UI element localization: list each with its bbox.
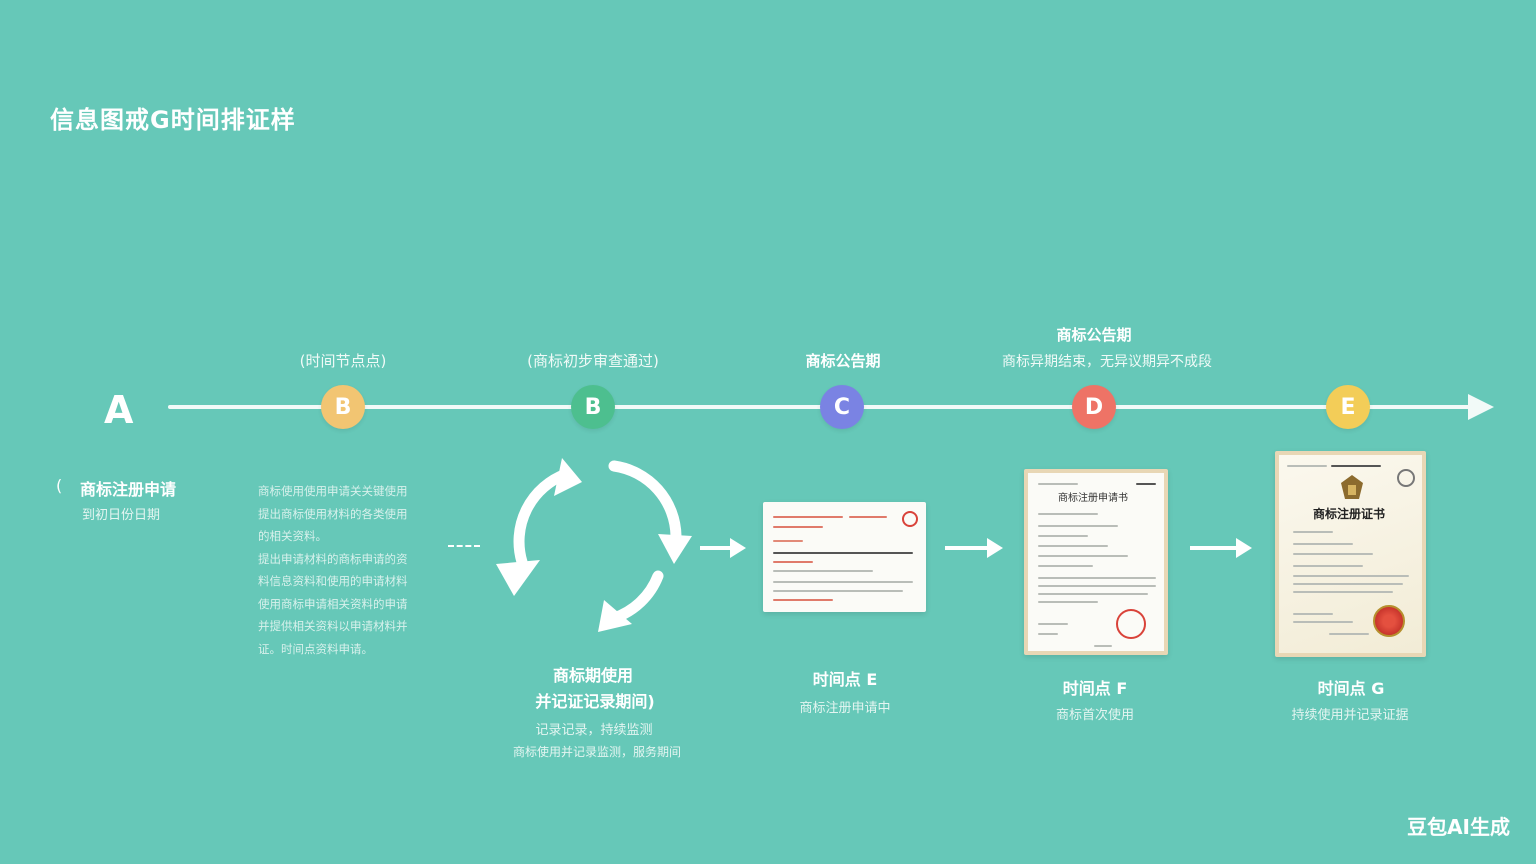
doc-f-title: 商标注册申请书 <box>1058 493 1128 504</box>
crest-icon <box>1341 475 1363 499</box>
trademark-application-document[interactable]: 商标注册申请书 <box>1024 469 1168 655</box>
doc-e-label: 时间点 E <box>812 670 878 689</box>
start-block-title: 商标注册申请 <box>80 480 177 499</box>
dashed-connector <box>448 545 480 547</box>
trademark-certificate-document[interactable]: 商标注册证书 <box>1275 451 1426 657</box>
paragraph-line: 提出申请材料的商标申请的资 <box>258 551 408 566</box>
timeline-node-d[interactable]: D <box>1072 385 1116 429</box>
paragraph-line: 并提供相关资料以申请材料并 <box>258 619 408 633</box>
cycle-title-line2: 并记证记录期间) <box>535 692 655 711</box>
ai-watermark: 豆包AI生成 <box>1407 815 1510 839</box>
node-1-top-label: (时间节点点) <box>299 352 387 370</box>
flow-arrow-icon <box>945 538 1003 558</box>
doc-g-label: 时间点 G <box>1317 679 1385 698</box>
page-title: 信息图戒G时间排证样 <box>50 106 296 134</box>
flow-arrow-icon <box>1190 538 1252 558</box>
node-4-top-sublabel: 商标异期结束，无异议期异不成段 <box>1002 354 1212 370</box>
doc-g-sub: 持续使用并记录证据 <box>1291 708 1409 723</box>
node-3-top-label: 商标公告期 <box>805 352 881 370</box>
paragraph-line: 提出商标使用材料的各类使用 <box>258 506 408 521</box>
flow-arrow-icon <box>700 538 746 558</box>
doc-e-sub: 商标注册申请中 <box>799 701 891 716</box>
description-paragraph: 商标使用使用申请关关键使用 提出商标使用材料的各类使用 的相关资料。 提出申请材… <box>258 480 434 660</box>
node-2-top-label: (商标初步审查通过) <box>527 352 659 370</box>
cycle-sub-line1: 记录记录，持续监测 <box>535 723 653 738</box>
node-4-top-label: 商标公告期 <box>1056 326 1132 344</box>
timeline-start-letter: A <box>104 388 134 432</box>
timeline-node-e[interactable]: E <box>1326 385 1370 429</box>
cycle-arrows-icon <box>496 458 692 632</box>
timeline-arrowhead-icon <box>1468 394 1494 420</box>
doc-g-title: 商标注册证书 <box>1313 507 1386 521</box>
doc-f-sub: 商标首次使用 <box>1055 708 1135 723</box>
cycle-sub-line2: 商标使用并记录监测，服务期间 <box>512 745 682 759</box>
start-block-bullet: ( <box>56 476 63 495</box>
paragraph-line: 商标使用使用申请关关键使用 <box>258 484 408 498</box>
start-block-subtitle: 到初日份日期 <box>82 508 161 523</box>
cycle-title-line1: 商标期使用 <box>552 666 634 685</box>
paragraph-line: 使用商标申请相关资料的申请 <box>258 596 408 611</box>
paragraph-line: 料信息资料和使用的申请材料 <box>258 574 408 588</box>
trademark-notice-document[interactable] <box>763 502 926 612</box>
red-stamp-icon <box>1116 609 1146 639</box>
doc-f-label: 时间点 F <box>1062 679 1128 698</box>
timeline-node-b[interactable]: B <box>321 385 365 429</box>
timeline-node-b-second[interactable]: B <box>571 385 615 429</box>
red-stamp-icon <box>902 511 918 527</box>
red-seal-icon <box>1373 605 1405 637</box>
paragraph-line: 的相关资料。 <box>258 529 327 543</box>
timeline-node-c[interactable]: C <box>820 385 864 429</box>
paragraph-line: 证。时间点资料申请。 <box>258 641 373 656</box>
emblem-icon <box>1397 469 1415 487</box>
